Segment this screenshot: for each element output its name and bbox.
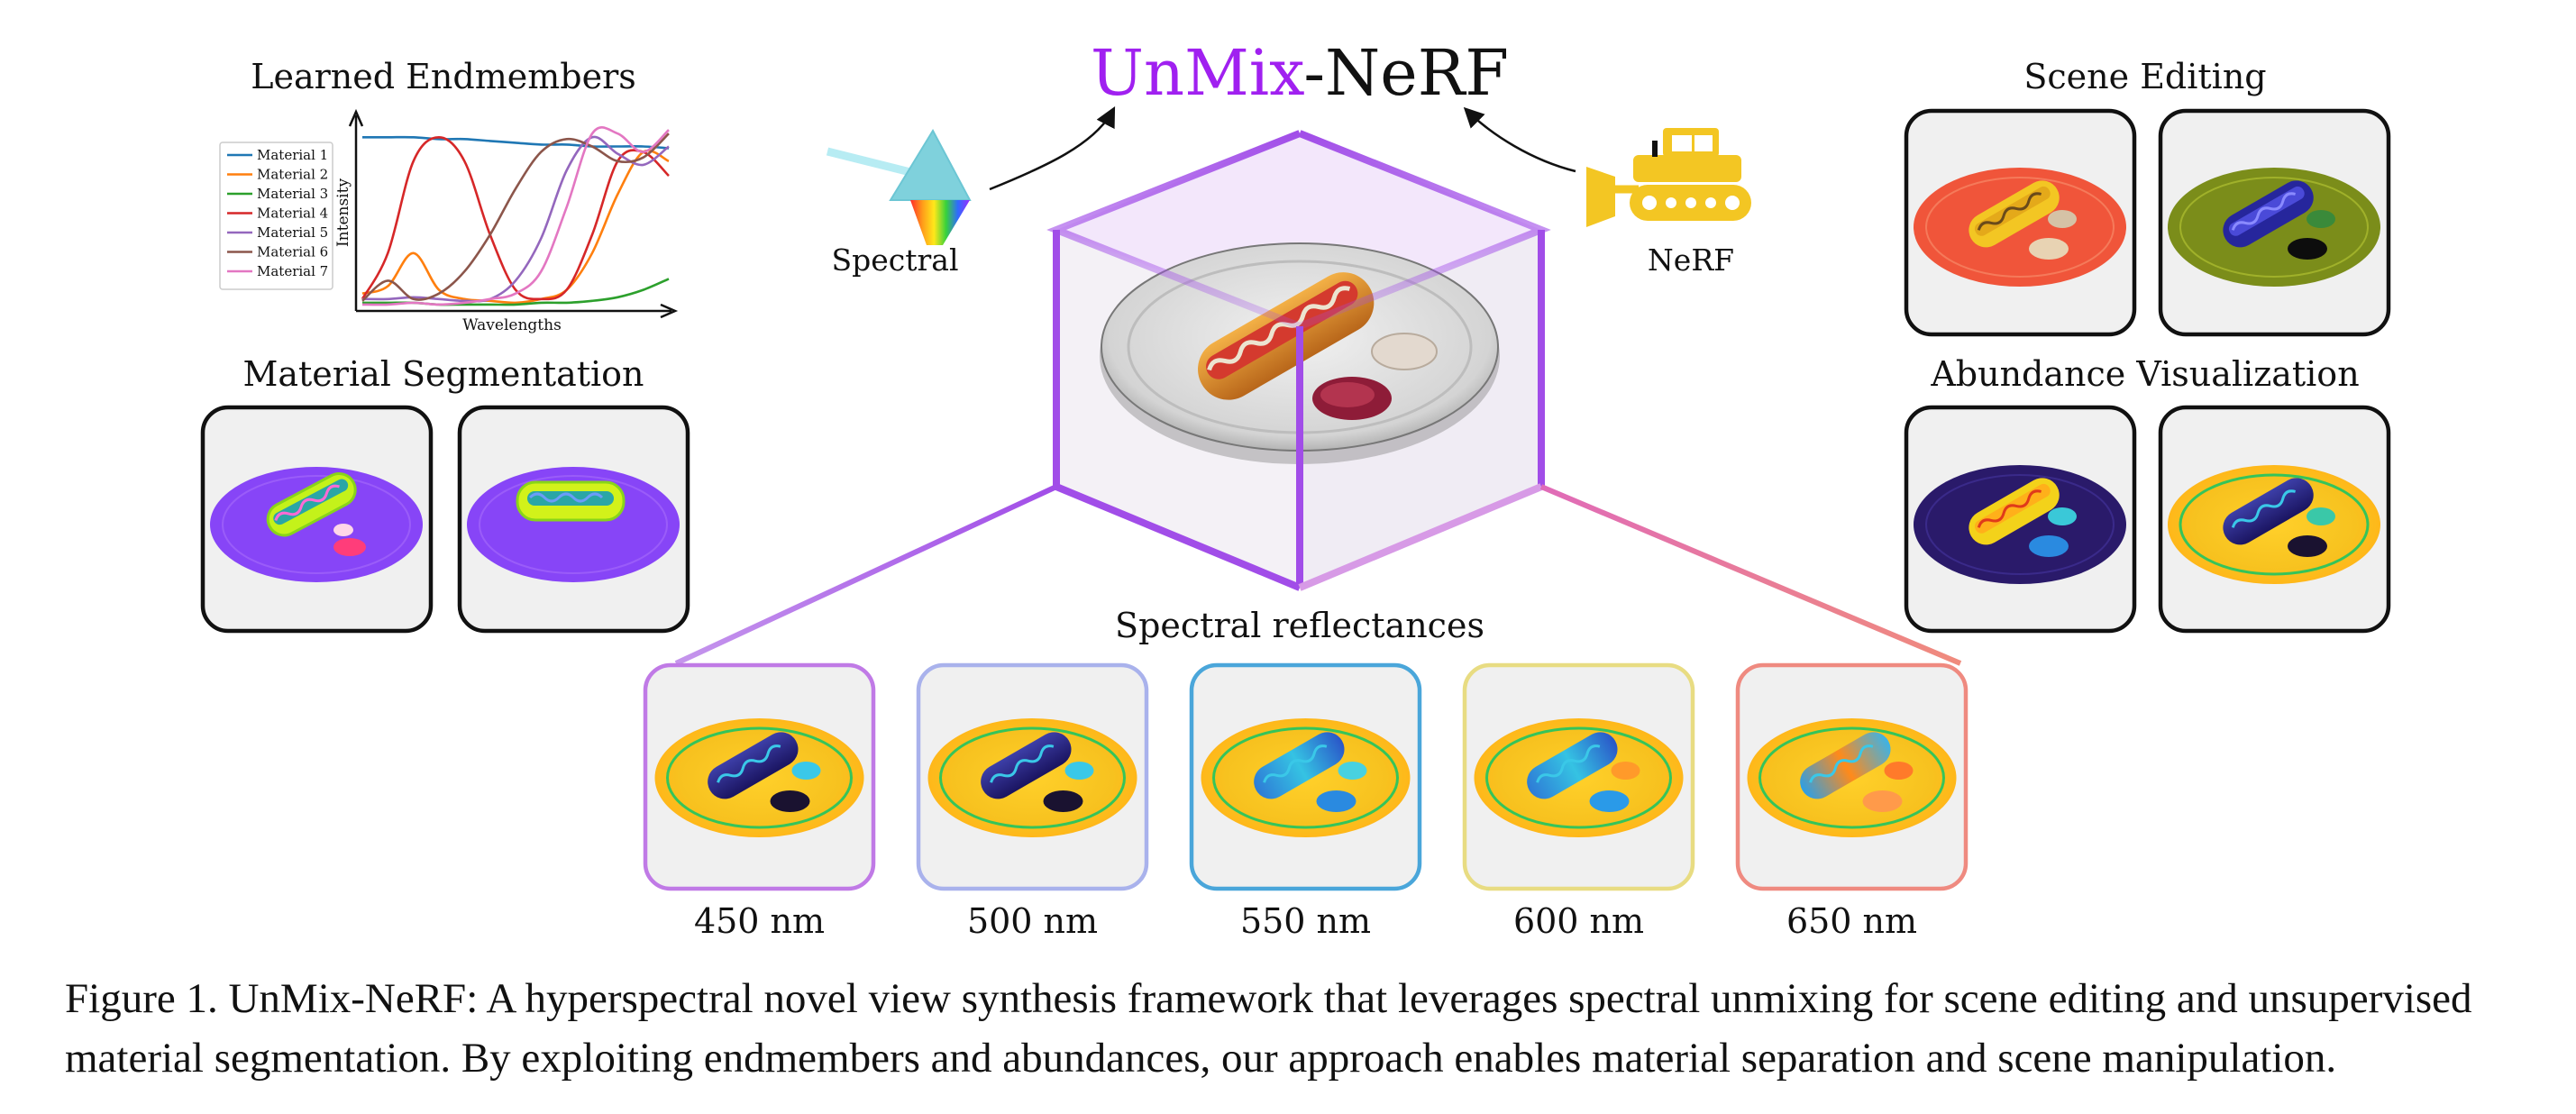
fan-line-right	[1539, 484, 1962, 666]
learned-endmembers-title: Learned Endmembers	[251, 57, 635, 96]
reflectance-label: 550 nm	[1240, 901, 1371, 941]
prism-icon	[826, 128, 972, 245]
chart-series-line-3	[362, 278, 670, 306]
spectral-label: Spectral	[831, 242, 958, 278]
chart-x-axis-label: Wavelengths	[462, 316, 562, 334]
legend-label-1: Material 1	[257, 147, 328, 163]
bulldozer-icon	[1586, 128, 1751, 227]
legend-label-3: Material 3	[257, 186, 328, 202]
reflectance-label: 600 nm	[1513, 901, 1644, 941]
material-segmentation-title: Material Segmentation	[242, 354, 644, 394]
spectral-arrow	[989, 106, 1116, 191]
abundance-image-2	[2158, 405, 2391, 634]
figure-canvas: Learned Endmembers Wavelengths Intensity…	[200, 36, 2391, 941]
chart-x-axis-arrow	[660, 303, 679, 319]
reflectance-thumbnail-600-nm	[1462, 662, 1695, 891]
spectral-reflectance-row: 450 nm 500 nm 550 nm 600 nm 650 nm	[643, 662, 1969, 941]
scene-edit-image-2	[2158, 108, 2391, 337]
legend-label-5: Material 5	[257, 224, 328, 241]
figure-caption: Figure 1. UnMix-NeRF: A hyperspectral no…	[65, 975, 2472, 1082]
legend-label-2: Material 2	[257, 167, 328, 183]
endmember-chart: Wavelengths Intensity Material 1Material…	[219, 108, 679, 334]
legend-label-6: Material 6	[257, 244, 328, 260]
chart-series-line-7	[361, 126, 670, 306]
legend-label-4: Material 4	[257, 205, 328, 222]
chart-y-axis-label: Intensity	[334, 178, 352, 247]
chart-series-line-5	[361, 135, 670, 303]
scene-editing-title: Scene Editing	[2023, 57, 2266, 96]
chart-legend: Material 1 Material 2 Material 3 Material 4…	[227, 147, 328, 279]
nerf-arrow	[1463, 106, 1576, 173]
fan-line-left	[674, 484, 1058, 666]
reflectance-thumbnail-650-nm	[1735, 662, 1969, 891]
reflectance-label: 500 nm	[967, 901, 1098, 941]
framework-title-unmix: UnMix	[1091, 36, 1304, 110]
spectral-reflectances-title: Spectral reflectances	[1115, 606, 1484, 645]
legend-label-7: Material 7	[257, 263, 328, 279]
abundance-visualization-title: Abundance Visualization	[1930, 354, 2359, 394]
abundance-image-1	[1904, 405, 2137, 634]
chart-y-axis-arrow	[348, 108, 364, 127]
chart-series-line-1	[362, 135, 670, 150]
chart-series-line-2	[361, 149, 670, 305]
chart-series-line-6	[361, 132, 670, 302]
reflectance-thumbnail-550-nm	[1189, 662, 1422, 891]
scene-edit-image-1	[1904, 108, 2137, 337]
nerf-label: NeRF	[1648, 242, 1734, 278]
chart-series-line-4	[361, 135, 670, 301]
framework-title: UnMix-NeRF	[1091, 36, 1509, 110]
framework-title-nerf: -NeRF	[1303, 36, 1509, 110]
reflectance-label: 450 nm	[694, 901, 825, 941]
reflectance-thumbnail-450-nm	[643, 662, 876, 891]
reflectance-thumbnail-500-nm	[916, 662, 1149, 891]
chart-series-group	[361, 126, 670, 306]
cube-edges	[1046, 130, 1551, 591]
segmentation-image-1	[200, 405, 434, 634]
reflectance-label: 650 nm	[1786, 901, 1917, 941]
segmentation-image-2	[457, 405, 690, 634]
